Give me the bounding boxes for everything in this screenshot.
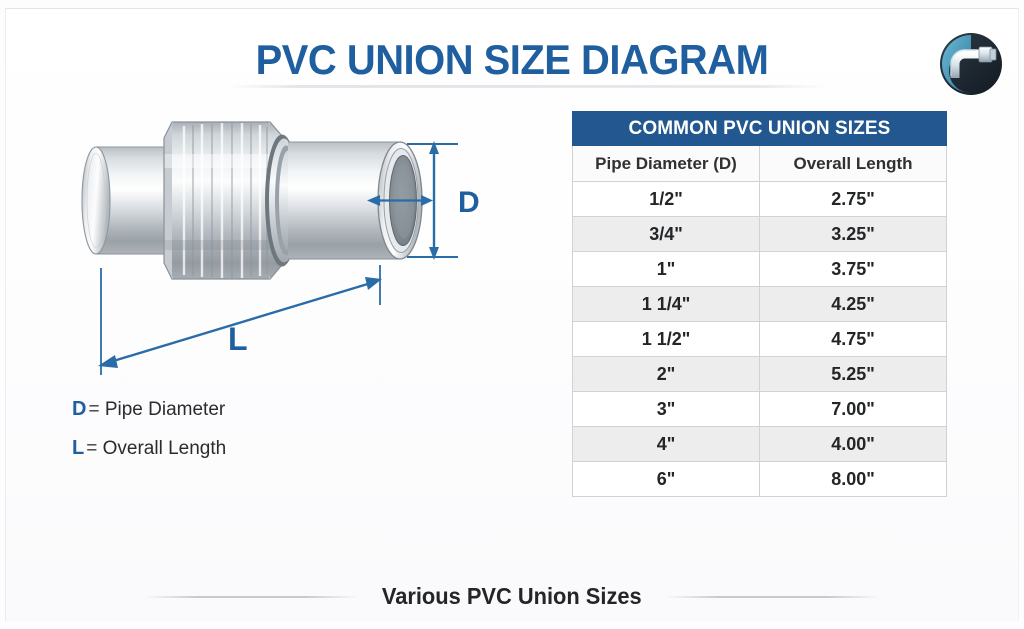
table-row: 3/4"3.25" [572, 216, 947, 252]
cell-pipe-diameter: 1 1/2" [572, 321, 760, 357]
cell-overall-length: 3.75" [759, 251, 947, 287]
cell-pipe-diameter: 1" [572, 251, 760, 287]
page-title: PVC UNION SIZE DIAGRAM [255, 36, 769, 83]
legend-equals-d: = [88, 399, 100, 420]
table-row: 1/2"2.75" [572, 181, 947, 217]
cell-overall-length: 8.00" [759, 461, 947, 497]
dimension-d [367, 141, 458, 260]
union-left-pipe [81, 146, 174, 255]
title-underline [228, 85, 828, 88]
table-title-row: COMMON PVC UNION SIZES [572, 111, 947, 146]
legend-text-length: Overall Length [102, 438, 227, 459]
legend-item-diameter: D= Pipe Diameter [72, 390, 402, 429]
dimension-d-label: D [458, 186, 480, 219]
dimension-l-label: L [228, 321, 248, 357]
legend-key-d: D [72, 398, 87, 420]
cell-overall-length: 4.25" [759, 286, 947, 322]
dimension-l [98, 265, 382, 375]
pvc-pipe-logo-icon [937, 30, 1005, 98]
legend-equals-l: = [86, 438, 98, 459]
common-pvc-union-sizes-table: COMMON PVC UNION SIZES Pipe Diameter (D)… [572, 111, 947, 497]
cell-overall-length: 7.00" [759, 391, 947, 427]
legend-key-l: L [72, 437, 85, 459]
caption-rule-right [664, 595, 880, 598]
legend-text-diameter: Pipe Diameter [104, 399, 226, 420]
table-row: 4"4.00" [572, 426, 947, 462]
cell-overall-length: 4.00" [759, 426, 947, 462]
cell-pipe-diameter: 6" [572, 461, 760, 497]
pvc-union-illustration: D L [60, 100, 530, 390]
cell-pipe-diameter: 1/2" [572, 181, 760, 217]
cell-pipe-diameter: 3" [572, 391, 760, 427]
table-title: COMMON PVC UNION SIZES [572, 111, 947, 146]
legend: D= Pipe Diameter L= Overall Length [72, 390, 402, 468]
caption-rule-left [144, 595, 360, 598]
cell-pipe-diameter: 2" [572, 356, 760, 392]
footer-caption-group: Various PVC Union Sizes [0, 583, 1024, 610]
union-nut-body [163, 121, 283, 280]
union-right-pipe [288, 141, 423, 260]
legend-item-length: L= Overall Length [72, 429, 402, 468]
table-row: 3"7.00" [572, 391, 947, 427]
sizes-table-wrapper: COMMON PVC UNION SIZES Pipe Diameter (D)… [572, 111, 947, 497]
table-column-header-row: Pipe Diameter (D) Overall Length [572, 145, 947, 182]
table-row: 1 1/2"4.75" [572, 321, 947, 357]
cell-pipe-diameter: 3/4" [572, 216, 760, 252]
cell-pipe-diameter: 4" [572, 426, 760, 462]
cell-overall-length: 5.25" [759, 356, 947, 392]
cell-overall-length: 3.25" [759, 216, 947, 252]
table-row: 6"8.00" [572, 461, 947, 497]
footer-caption: Various PVC Union Sizes [382, 583, 642, 609]
table-row: 1"3.75" [572, 251, 947, 287]
table-row: 1 1/4"4.25" [572, 286, 947, 322]
column-header-pipe-diameter: Pipe Diameter (D) [572, 145, 760, 182]
table-body: 1/2"2.75"3/4"3.25"1"3.75"1 1/4"4.25"1 1/… [572, 181, 947, 497]
table-row: 2"5.25" [572, 356, 947, 392]
cell-pipe-diameter: 1 1/4" [572, 286, 760, 322]
cell-overall-length: 4.75" [759, 321, 947, 357]
column-header-overall-length: Overall Length [759, 145, 947, 182]
cell-overall-length: 2.75" [759, 181, 947, 217]
